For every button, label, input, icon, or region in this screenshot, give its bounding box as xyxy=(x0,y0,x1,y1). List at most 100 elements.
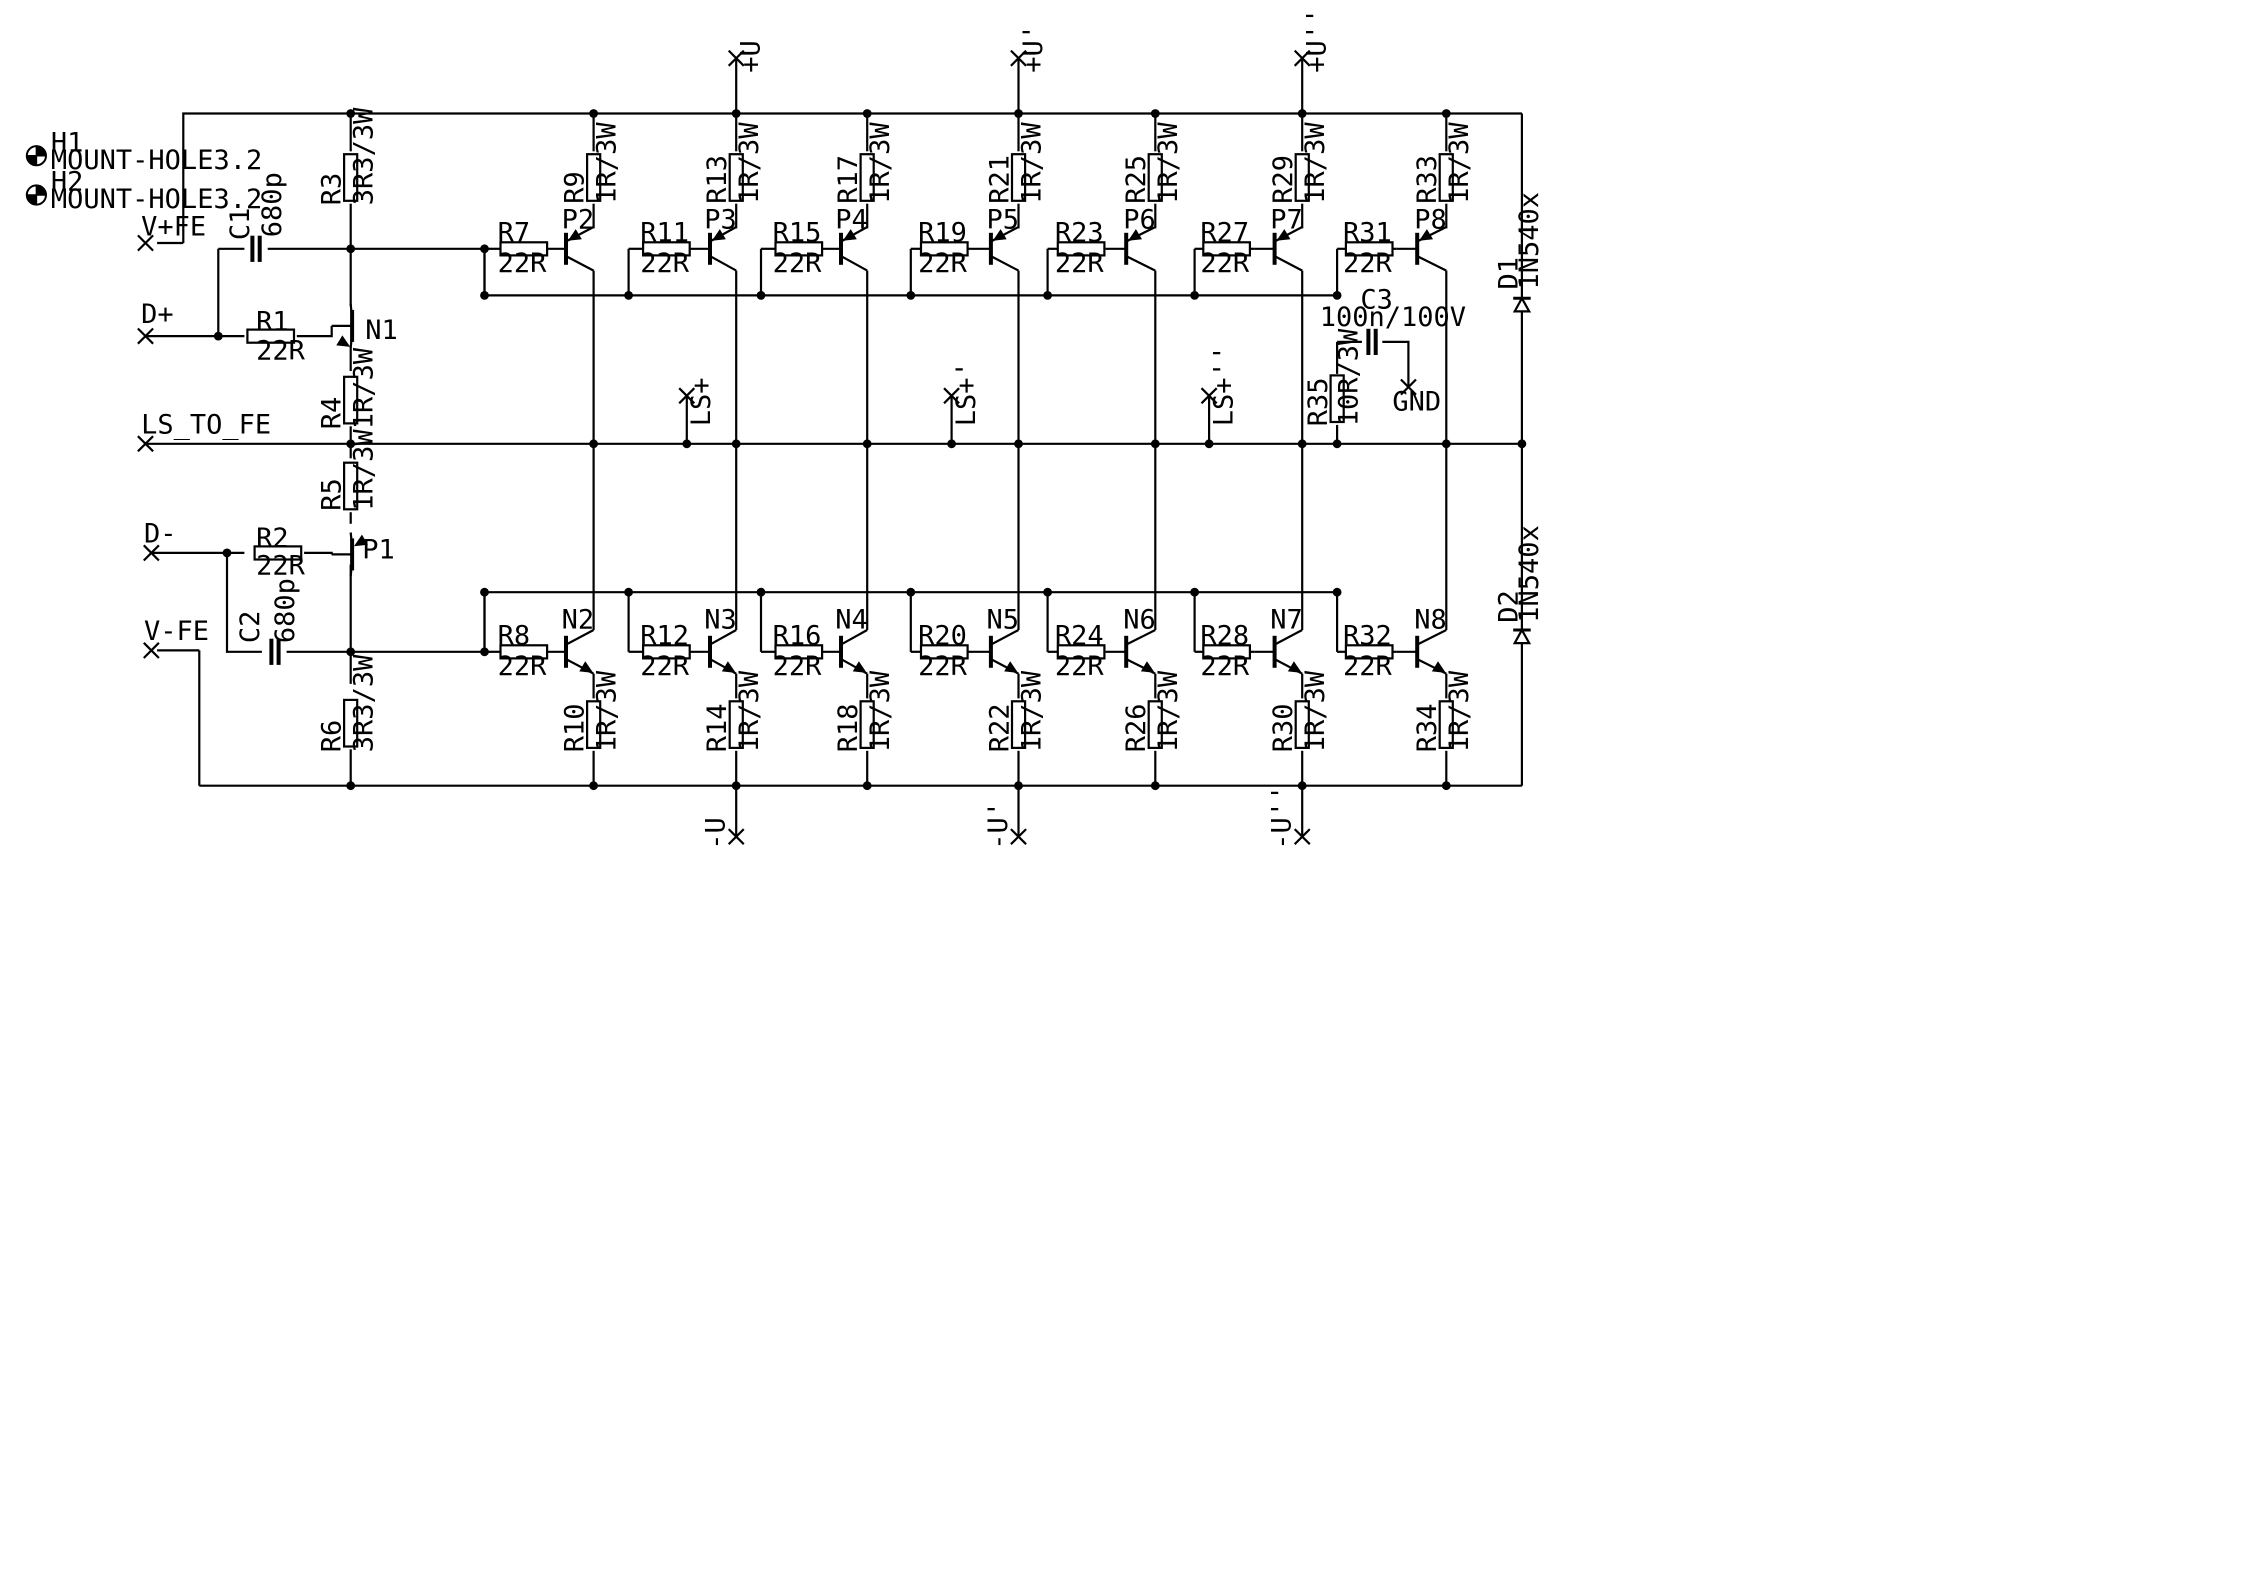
stage-rb-top-ref: R11 xyxy=(640,218,689,249)
ls-output-pin xyxy=(943,387,960,405)
stage-rb-bot-ref: R16 xyxy=(773,621,822,652)
r4-value: 1R/3W xyxy=(349,347,380,429)
d1-ref: D1 xyxy=(1494,257,1525,290)
stage-re-top-value: 1R/3W xyxy=(1153,122,1184,204)
stage-n-ref: N4 xyxy=(835,605,868,636)
mount-hole-h2 xyxy=(25,184,48,206)
resistor-base-bot xyxy=(1344,644,1394,660)
resistor-base-top xyxy=(919,241,969,257)
junction-dot xyxy=(213,331,223,341)
junction-dot xyxy=(1190,291,1199,300)
stage-rb-top-value: 22R xyxy=(498,248,548,279)
junction-dot xyxy=(589,439,598,449)
stage-re-bot-value: 1R/3W xyxy=(1016,670,1047,752)
resistor-r5 xyxy=(343,461,359,511)
stage-re-top-value: 1R/3W xyxy=(592,122,623,204)
stage-re-top-ref: R13 xyxy=(702,155,733,204)
resistor-base-top xyxy=(1056,241,1106,257)
junction-dot xyxy=(480,291,489,300)
stage-rb-top-ref: R23 xyxy=(1055,218,1104,249)
stage-rb-top-value: 22R xyxy=(1055,248,1105,279)
gnd-pin xyxy=(1400,378,1417,396)
resistor-base-top xyxy=(1202,241,1252,257)
resistor-base-bot xyxy=(774,644,824,660)
mount-hole-h2-ref: H2 xyxy=(51,167,84,198)
c2-ref: C2 xyxy=(235,611,266,644)
resistor-emitter-bot xyxy=(1010,700,1027,749)
port-ls-to-fe-label: LS_TO_FE xyxy=(141,410,271,441)
r1-ref: R1 xyxy=(256,306,289,337)
junction-dot xyxy=(346,647,356,657)
stage-rb-bot-ref: R24 xyxy=(1055,621,1104,652)
resistor-emitter-top xyxy=(1147,153,1163,202)
components xyxy=(25,49,1532,845)
supply-neg-label: -U' xyxy=(983,801,1014,850)
stage-n-ref: N6 xyxy=(1123,605,1156,636)
c3-to-gnd xyxy=(1382,340,1410,387)
d2-ref: D2 xyxy=(1494,590,1525,623)
junction-dot xyxy=(1332,587,1342,597)
transistor-p xyxy=(1396,226,1447,272)
stage-p-ref: P8 xyxy=(1414,204,1447,235)
stage-n-ref: N3 xyxy=(704,605,737,636)
stage-rb-bot-value: 22R xyxy=(1200,651,1250,682)
capacitor-c3 xyxy=(1366,328,1378,355)
junction-dot xyxy=(1297,439,1307,449)
junction-dot xyxy=(862,109,872,118)
stage-re-top-value: 1R/3W xyxy=(865,122,896,204)
stage-p-ref: P6 xyxy=(1123,204,1156,235)
stage-rb-top-ref: R7 xyxy=(498,218,531,249)
stage-re-top-ref: R9 xyxy=(560,171,591,204)
junction-dot xyxy=(1441,109,1451,118)
supply-neg-pin xyxy=(1010,828,1027,845)
junction-dot xyxy=(1150,781,1160,791)
mount-hole-h1-value: MOUNT-HOLE3.2 xyxy=(51,145,262,176)
resistor-emitter-top xyxy=(1010,153,1027,202)
stage-re-bot-value: 1R/3W xyxy=(734,670,765,752)
stage-re-top-value: 1R/3W xyxy=(734,122,765,204)
supply-pos-pin xyxy=(1293,49,1311,67)
ls-output-pin xyxy=(678,387,696,405)
resistor-base-top xyxy=(499,241,549,257)
stage-rb-bot-value: 22R xyxy=(1055,651,1105,682)
junction-dot xyxy=(480,587,489,597)
junction-dot xyxy=(589,781,598,791)
r35-value: 10R/3W xyxy=(1334,328,1365,426)
junction-dot xyxy=(1297,109,1307,118)
junction-dot xyxy=(346,781,356,791)
stage-rb-top-value: 22R xyxy=(773,248,823,279)
junction-dot xyxy=(1190,587,1199,597)
c1-ref: C1 xyxy=(225,208,256,241)
capacitor-c2 xyxy=(269,638,281,665)
stage-re-top-value: 1R/3W xyxy=(1016,122,1047,204)
junction-dot xyxy=(1150,439,1160,449)
port-vfe-neg-label: V-FE xyxy=(144,616,209,647)
junction-dot xyxy=(1297,781,1307,791)
junction-dot xyxy=(906,587,916,597)
stage-re-bot-value: 1R/3W xyxy=(1444,670,1475,752)
resistor-r35 xyxy=(1329,374,1345,424)
junction-dot xyxy=(346,439,356,449)
stage-rb-bot-ref: R8 xyxy=(498,621,531,652)
junction-dot xyxy=(862,439,872,449)
junction-dot xyxy=(346,244,356,254)
mount-hole-h1 xyxy=(25,145,48,167)
resistor-base-bot xyxy=(919,644,969,660)
r6-value: 3R3/3W xyxy=(349,654,380,752)
d1-value: 1N540x xyxy=(1514,192,1545,290)
ls-output-label: LS+' xyxy=(951,361,982,426)
supply-neg-label: -U xyxy=(701,817,732,850)
junction-dot xyxy=(346,109,356,118)
resistor-base-bot xyxy=(1202,644,1252,660)
r3-ref: R3 xyxy=(317,173,348,206)
mount-hole-h1-ref: H1 xyxy=(51,127,84,158)
junction-dot xyxy=(1014,439,1023,449)
stage-rb-top-value: 22R xyxy=(1200,248,1250,279)
stage-re-bot-ref: R34 xyxy=(1412,703,1443,752)
r3-value: 3R3/3W xyxy=(349,107,380,205)
ls-output-label: LS+'' xyxy=(1208,345,1239,426)
stage-rb-bot-value: 22R xyxy=(918,651,968,682)
stage-re-bot-ref: R30 xyxy=(1268,703,1299,752)
ls-output-label: LS+ xyxy=(686,378,717,427)
